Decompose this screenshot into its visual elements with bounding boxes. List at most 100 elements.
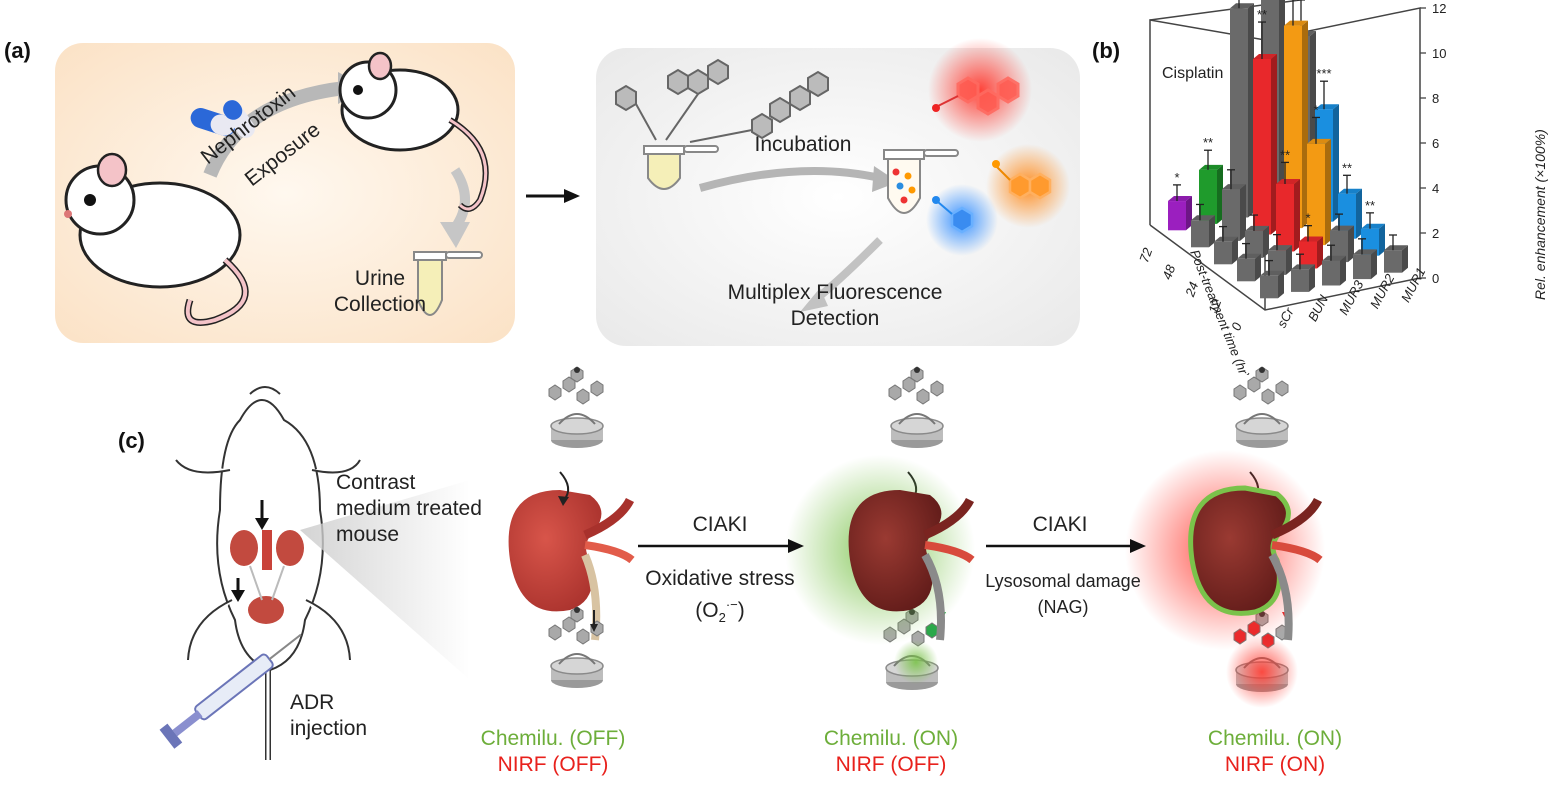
z-tick-10: 10 [1432, 46, 1446, 61]
bar-MUR2-0 [1353, 238, 1377, 280]
detection-label-line2: Detection [790, 307, 880, 330]
step2-bottom-line1: Lysosomal damage [985, 571, 1141, 591]
significance-2-1: * [1305, 211, 1310, 226]
superoxide-main: (O [695, 599, 719, 622]
adr-label-line2: injection [290, 717, 368, 740]
bar-MUR1-12: ** [1361, 198, 1385, 256]
superoxide-end: ) [737, 599, 745, 622]
mouse-label: Contrast medium treated mouse [336, 470, 482, 548]
state3-chemilu: Chemilu. (ON) [1207, 727, 1343, 750]
bar-sCr-72: * [1168, 170, 1192, 231]
significance-2-3: ** [1257, 7, 1267, 22]
time-tick-24: 24 [1182, 280, 1201, 300]
panel-a-illustration [55, 38, 1080, 346]
significance-4-3: *** [1316, 66, 1331, 81]
state2-nirf: NIRF (OFF) [835, 753, 947, 776]
exposure-arrow [203, 81, 346, 178]
panel-a-label: (a) [4, 38, 31, 63]
panel-b-label: (b) [1092, 38, 1121, 63]
step2-bottom-label: Lysosomal damage (NAG) [958, 568, 1168, 620]
significance-1-4: ** [1203, 135, 1213, 150]
state1-nirf: NIRF (OFF) [497, 753, 609, 776]
time-tick-72: 72 [1136, 245, 1155, 264]
significance-4-1: ** [1365, 198, 1375, 213]
bar-MUR1-0 [1384, 234, 1408, 273]
state1-label: Chemilu. (OFF) NIRF (OFF) [448, 726, 658, 778]
state3-label: Chemilu. (ON) NIRF (ON) [1170, 726, 1380, 778]
adr-label-line1: ADR [290, 691, 335, 714]
superoxide-sup: ·− [725, 597, 738, 612]
kidney-lysosomal-icon [1188, 485, 1323, 641]
bar-sCr-0 [1260, 259, 1284, 299]
step2-bottom-line2: (NAG) [1037, 597, 1089, 617]
probe-device-icon [548, 366, 604, 448]
red-glow-probe [1226, 636, 1298, 708]
green-glow-probe [894, 640, 938, 684]
rat-icon-2 [338, 51, 489, 212]
bar-MUR2-48: *** [1284, 0, 1308, 229]
pill-icon [190, 100, 255, 138]
syringe-icon [159, 633, 302, 749]
state2-label: Chemilu. (ON) NIRF (OFF) [786, 726, 996, 778]
chart-title: Cisplatin [1162, 65, 1223, 82]
urine-collection-label: Urine Collection [330, 266, 430, 318]
incubation-arrow [698, 167, 881, 192]
bar-MUR3-48: ** [1253, 7, 1277, 235]
z-tick-0: 0 [1432, 271, 1439, 286]
step1-bottom-line2: (O2·−) [610, 592, 830, 631]
bar-BUN-24 [1245, 214, 1269, 258]
result-tube-icon [883, 149, 959, 214]
bar-MUR3-72 [1230, 0, 1254, 218]
significance-2-2: ** [1280, 147, 1290, 162]
probe-molecules-icon [615, 58, 829, 143]
bar-MUR2-24: * [1307, 102, 1331, 246]
state3-nirf: NIRF (ON) [1224, 753, 1326, 776]
step1-bottom-line1: Oxidative stress [645, 567, 795, 590]
z-tick-6: 6 [1432, 136, 1439, 151]
z-axis-label: Rel. enhancement (×100%) [1532, 129, 1548, 300]
kidney-stress-icon [848, 490, 975, 641]
probe-device-icon [548, 606, 604, 688]
adr-label: ADR injection [290, 690, 367, 742]
panel-c-illustration [159, 366, 1325, 760]
z-tick-4: 4 [1432, 181, 1439, 196]
state1-chemilu: Chemilu. (OFF) [480, 727, 626, 750]
significance-0-4: * [1174, 170, 1179, 185]
mouse-label-line2: medium treated [336, 497, 482, 520]
detection-label-line1: Multiplex Fluorescence [727, 281, 943, 304]
time-tick-12: 12 [1205, 296, 1224, 315]
zoom-cone [300, 480, 470, 680]
bar-MUR2-12 [1330, 213, 1354, 263]
urine-label-line2: Collection [333, 293, 427, 316]
superoxide-sub: 2 [718, 610, 726, 626]
bar-MUR3-12: * [1299, 211, 1323, 269]
marker-tick-sCr: sCr [1274, 305, 1297, 330]
red-glow [928, 38, 1032, 142]
enhancement-3d-bar-chart: Cisplatin Rel. enhancement (×100%) Post-… [1136, 0, 1548, 375]
urine-label-line1: Urine [354, 267, 406, 290]
bar-BUN-72: ** [1199, 135, 1223, 224]
time-tick-48: 48 [1159, 262, 1178, 281]
step1-bottom-label: Oxidative stress (O2·−) [610, 566, 830, 631]
state2-chemilu: Chemilu. (ON) [823, 727, 959, 750]
probe-device-icon [888, 366, 944, 448]
z-tick-2: 2 [1432, 226, 1439, 241]
mouse-label-line3: mouse [336, 523, 400, 546]
detection-label: Multiplex Fluorescence Detection [690, 280, 980, 332]
z-tick-8: 8 [1432, 91, 1439, 106]
mouse-label-line1: Contrast [336, 471, 416, 494]
bar-MUR3-24: ** [1276, 147, 1300, 252]
bar-sCr-12 [1237, 242, 1261, 282]
panel-c-label: (c) [118, 428, 145, 453]
step1-top-label: CIAKI [692, 513, 748, 536]
rat-icon [64, 152, 249, 326]
incubation-label: Incubation [754, 133, 852, 156]
step2-top-label: CIAKI [1032, 513, 1088, 536]
significance-4-2: ** [1342, 160, 1352, 175]
mouse-organs-icon [230, 530, 304, 624]
z-tick-12: 12 [1432, 1, 1446, 16]
bar-BUN-0 [1291, 253, 1315, 292]
bar-BUN-48 [1222, 169, 1246, 241]
bar-sCr-24 [1214, 225, 1238, 265]
bar-MUR3-0 [1322, 244, 1346, 286]
